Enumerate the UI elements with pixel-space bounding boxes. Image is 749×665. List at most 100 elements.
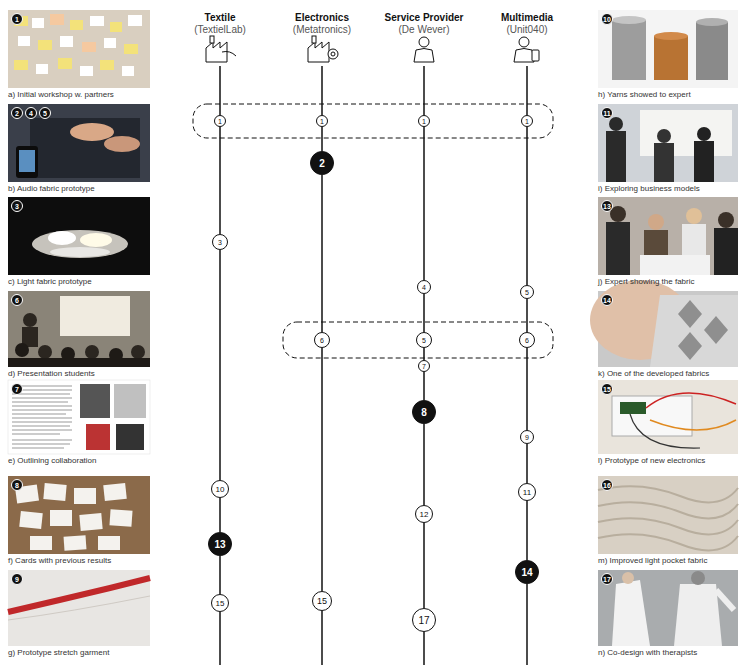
column-header: (TextielLab) <box>160 24 280 36</box>
timeline-segment <box>526 127 528 285</box>
timeline-segment <box>423 127 425 280</box>
timeline-circle: 9 <box>520 430 534 444</box>
photo-area: 16 <box>598 476 738 554</box>
timeline-segment <box>526 299 528 332</box>
circle-number: 1 <box>218 118 222 125</box>
circle-number: 14 <box>521 567 532 578</box>
photo-caption: b) Audio fabric prototype <box>8 184 150 194</box>
timeline-circle: 6 <box>519 332 535 348</box>
circle-number: 6 <box>525 337 529 344</box>
column-header: (De Wever) <box>364 24 484 36</box>
callout-number: 13 <box>601 200 613 212</box>
timeline-circle: 7 <box>418 360 430 372</box>
circle-number: 10 <box>216 485 225 494</box>
circle-number: 1 <box>422 118 426 125</box>
photo-panel: 13j) Expert showing the fabric <box>598 197 738 287</box>
column-header: Textile <box>160 12 280 24</box>
photo-caption: g) Prototype stretch garment <box>8 648 150 658</box>
timeline-segment <box>219 556 221 594</box>
photo-area: 13 <box>598 197 738 275</box>
timeline-circle: 5 <box>416 332 432 348</box>
photo-caption: f) Cards with previous results <box>8 556 150 566</box>
photo-area: 9 <box>8 570 150 646</box>
circle-number: 11 <box>523 488 531 497</box>
photo-caption: k) One of the developed fabrics <box>598 369 738 379</box>
photo-panel: 16m) Improved light pocket fabric <box>598 476 738 566</box>
photo-caption: c) Light fabric prototype <box>8 277 150 287</box>
timeline-segment <box>423 294 425 332</box>
circle-number: 5 <box>525 289 529 296</box>
column-header: (Unit040) <box>467 24 587 36</box>
photo-panel: 15l) Prototype of new electronics <box>598 380 738 466</box>
photo-area: 8 <box>8 476 150 554</box>
timeline-circle: 1 <box>418 115 430 127</box>
callout-number: 6 <box>11 294 23 306</box>
callout-number: 2 <box>11 107 23 119</box>
photo-area: 245 <box>8 104 150 182</box>
circle-number: 9 <box>525 434 529 441</box>
circle-number: 7 <box>422 363 426 370</box>
photo-panel: 1 a) Initial workshop w. partners <box>8 10 150 100</box>
photo-caption: e) Outlining collaboration <box>8 456 150 466</box>
photo-area: 3 <box>8 197 150 275</box>
circle-number: 1 <box>320 118 324 125</box>
photo-panel: 17 n) Co-design with therapists <box>598 570 738 658</box>
callout-number: 15 <box>601 383 613 395</box>
timeline-circle: 10 <box>211 480 229 498</box>
timeline-segment <box>423 523 425 608</box>
callout-number: 17 <box>601 573 613 585</box>
callout-number: 16 <box>601 479 613 491</box>
timeline-segment <box>423 348 425 360</box>
timeline-circle: 5 <box>520 285 534 299</box>
photo-panel: 245 b) Audio fabric prototype <box>8 104 150 194</box>
timeline-segment <box>526 501 528 560</box>
timeline-circle: 1 <box>521 115 533 127</box>
circle-number: 17 <box>418 615 429 626</box>
callout-number: 3 <box>11 200 23 212</box>
callout-number: 1 <box>11 13 23 25</box>
photo-panel: 6d) Presentation students <box>8 291 150 379</box>
timeline-circle: 11 <box>518 483 536 501</box>
circle-number: 4 <box>422 284 426 291</box>
circle-number: 13 <box>214 539 225 550</box>
timeline-segment <box>321 175 323 332</box>
photo-caption: h) Yarns showed to expert <box>598 90 738 100</box>
photo-area: 14 <box>598 291 738 367</box>
photo-area: 15 <box>598 380 738 454</box>
timeline-segment <box>423 424 425 505</box>
timeline-circle: 8 <box>412 400 436 424</box>
timeline-circle: 3 <box>212 234 228 250</box>
timeline-circle: 1 <box>316 115 328 127</box>
photo-caption: a) Initial workshop w. partners <box>8 90 150 100</box>
column-header: Service Provider <box>364 12 484 24</box>
column-header: Electronics <box>262 12 382 24</box>
photo-caption: i) Exploring business models <box>598 184 738 194</box>
photo-panel: 3 c) Light fabric prototype <box>8 197 150 287</box>
callout-number: 4 <box>25 107 37 119</box>
timeline-circle: 6 <box>314 332 330 348</box>
circle-number: 15 <box>216 599 225 608</box>
timeline-circle: 12 <box>415 505 433 523</box>
photo-panel: 9 g) Prototype stretch garment <box>8 570 150 658</box>
photo-panel: 11 i) Exploring business models <box>598 104 738 194</box>
timeline-circle: 2 <box>310 151 334 175</box>
photo-caption: n) Co-design with therapists <box>598 648 738 658</box>
callout-number: 5 <box>39 107 51 119</box>
circle-number: 8 <box>421 407 427 418</box>
timeline-segment <box>219 250 221 480</box>
photo-panel: 8 f) Cards with previous results <box>8 476 150 566</box>
timeline-segment <box>219 498 221 532</box>
photo-panel: 7 e) Outlining collaboration <box>8 380 150 466</box>
circle-number: 1 <box>525 118 529 125</box>
timeline-circle: 15 <box>312 591 332 611</box>
circle-number: 3 <box>218 239 222 246</box>
callout-number: 10 <box>601 13 613 25</box>
photo-area: 7 <box>8 380 150 454</box>
timeline-circle: 13 <box>208 532 232 556</box>
timeline-segment <box>526 444 528 483</box>
photo-area: 6 <box>8 291 150 367</box>
photo-area: 11 <box>598 104 738 182</box>
